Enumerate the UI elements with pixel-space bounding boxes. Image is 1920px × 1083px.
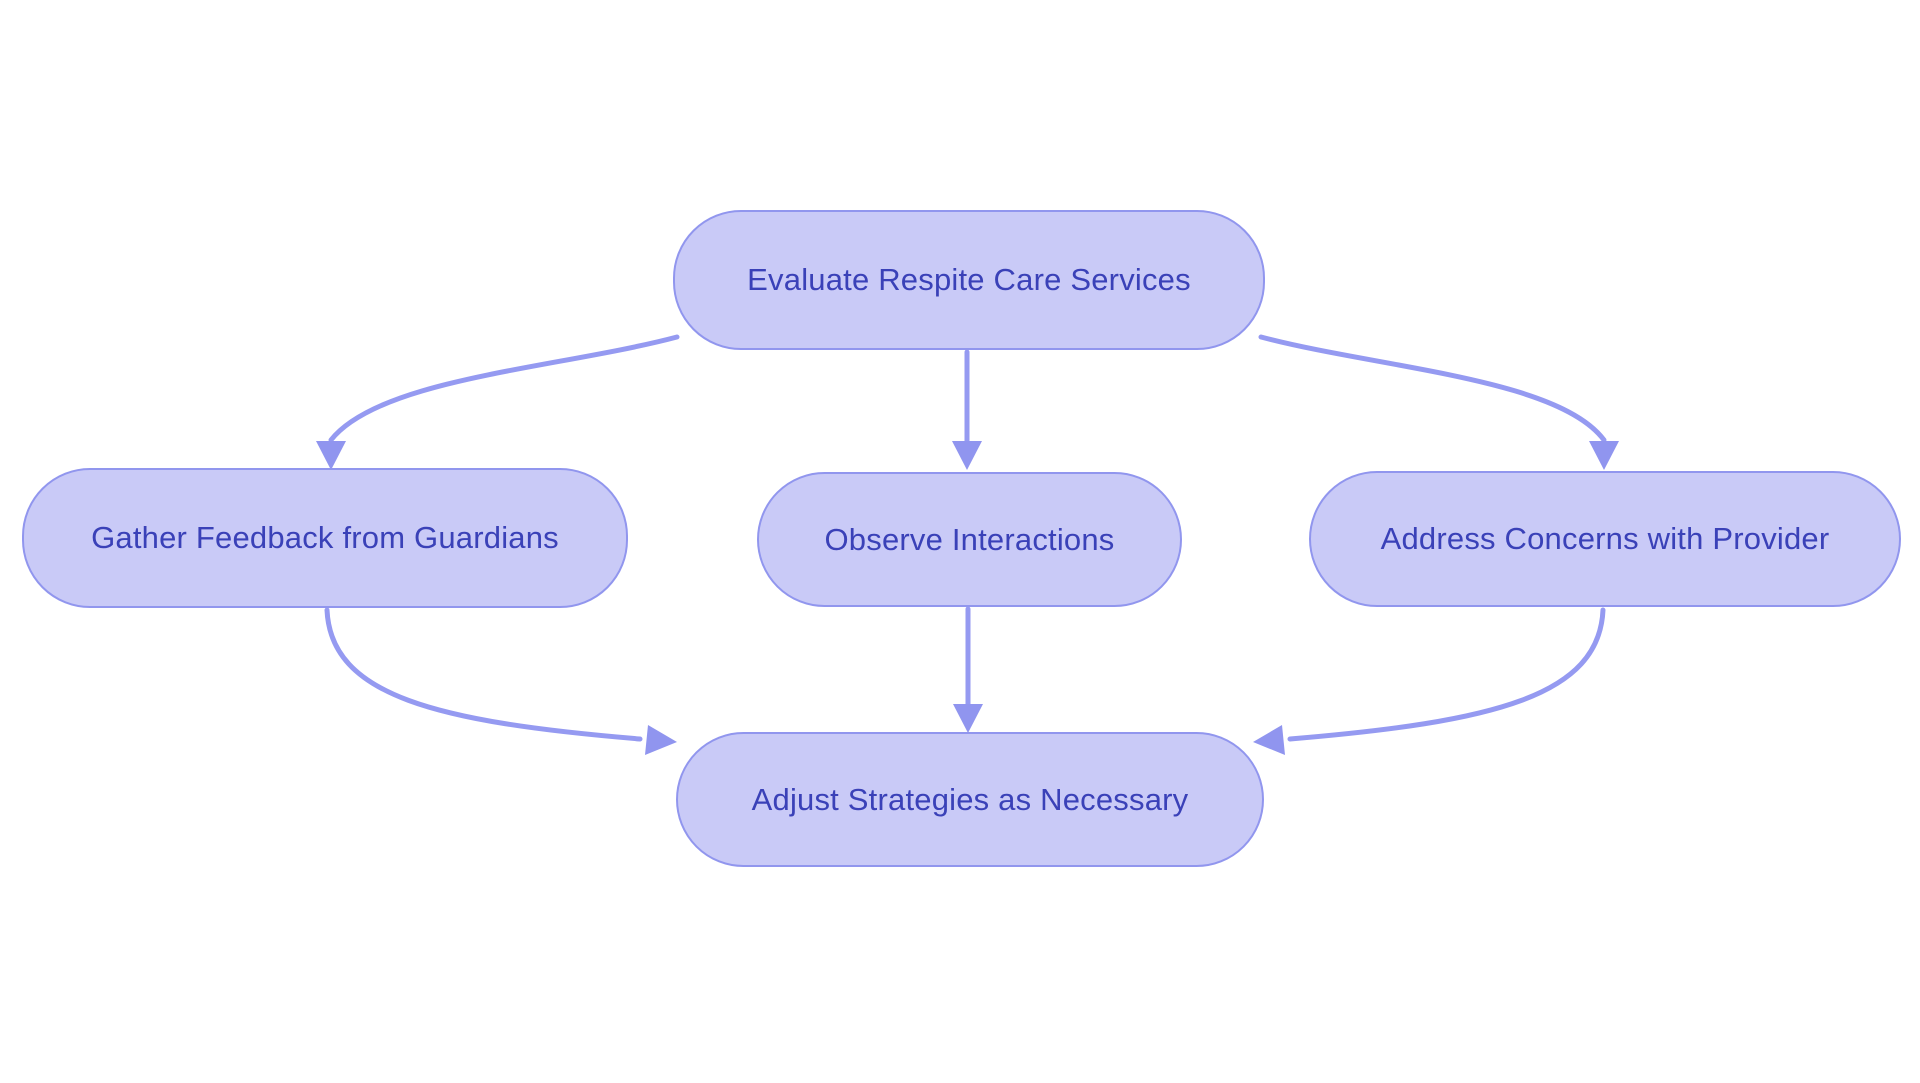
node-label: Adjust Strategies as Necessary xyxy=(751,781,1189,817)
edge-observe-to-adjust xyxy=(953,606,983,733)
arrowhead-icon xyxy=(1253,725,1285,755)
arrowhead-icon xyxy=(952,441,982,470)
edge-evaluate-to-address xyxy=(1258,334,1619,470)
node-adjust-strategies-as-necessary[interactable]: Adjust Strategies as Necessary xyxy=(676,732,1264,867)
edge-gather-to-adjust xyxy=(324,607,677,755)
arrowhead-icon xyxy=(316,441,346,470)
node-label: Address Concerns with Provider xyxy=(1380,521,1830,556)
node-label: Gather Feedback from Guardians xyxy=(91,520,559,555)
node-observe-interactions[interactable]: Observe Interactions xyxy=(757,472,1182,607)
edge-evaluate-to-gather xyxy=(316,334,680,470)
edge-evaluate-to-observe xyxy=(952,349,982,470)
node-label: Evaluate Respite Care Services xyxy=(747,262,1191,297)
arrowhead-icon xyxy=(1589,441,1619,470)
edge-address-to-adjust xyxy=(1253,607,1606,755)
arrowhead-icon xyxy=(645,725,677,755)
node-evaluate-respite-care-services[interactable]: Evaluate Respite Care Services xyxy=(673,210,1265,350)
node-address-concerns-with-provider[interactable]: Address Concerns with Provider xyxy=(1309,471,1901,607)
node-gather-feedback-from-guardians[interactable]: Gather Feedback from Guardians xyxy=(22,468,628,608)
node-label: Observe Interactions xyxy=(824,521,1115,557)
arrowhead-icon xyxy=(953,704,983,733)
